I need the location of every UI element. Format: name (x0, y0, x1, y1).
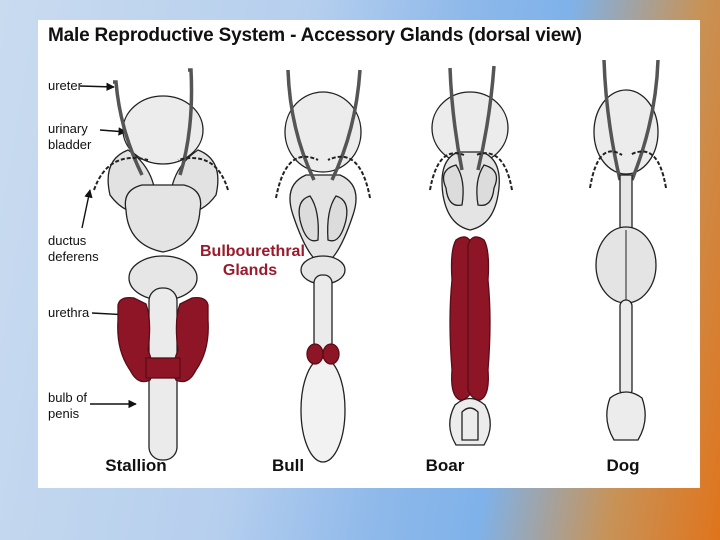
species-dog: Dog (606, 456, 640, 475)
species-bull: Bull (271, 456, 305, 475)
slide-title: Male Reproductive System - Accessory Gla… (48, 25, 582, 46)
bull-diagram (275, 69, 371, 463)
arrow-ductus-deferens (81, 189, 93, 229)
label-urinary-bladder-line1: urinary (48, 121, 88, 136)
label-ureter: ureter (48, 78, 82, 93)
boar-diagram (429, 65, 513, 446)
bulbourethral-line1: Bulbourethral (200, 243, 305, 260)
slide: Male Reproductive System - Accessory Gla… (38, 20, 700, 488)
label-bulb-of-penis: bulb of penis (48, 390, 87, 422)
label-bulb-of-penis-line1: bulb of (48, 390, 88, 405)
dog-diagram (589, 59, 667, 441)
label-ductus-deferens-line2: deferens (48, 249, 99, 264)
bull-bulbourethral-gland (322, 343, 340, 365)
bulbourethral-glands-label: Bulbourethral Glands (200, 242, 305, 280)
bull-bulbourethral-gland (306, 343, 324, 365)
label-ductus-deferens: ductus deferens (48, 233, 99, 265)
label-bulb-of-penis-line2: penis (48, 406, 80, 421)
stallion-diagram (93, 68, 229, 461)
label-urinary-bladder: urinary bladder (48, 121, 91, 153)
species-stallion: Stallion (105, 456, 167, 475)
label-urinary-bladder-line2: bladder (48, 137, 92, 152)
boar-bulbourethral-gland (467, 236, 491, 401)
bulbourethral-line2: Glands (222, 262, 278, 279)
label-ductus-deferens-line1: ductus (48, 233, 87, 248)
label-urethra: urethra (48, 305, 90, 320)
anatomy-illustration (79, 59, 667, 463)
species-boar: Boar (425, 456, 465, 475)
arrow-ureter (79, 82, 115, 91)
arrow-urinary-bladder (99, 127, 127, 136)
